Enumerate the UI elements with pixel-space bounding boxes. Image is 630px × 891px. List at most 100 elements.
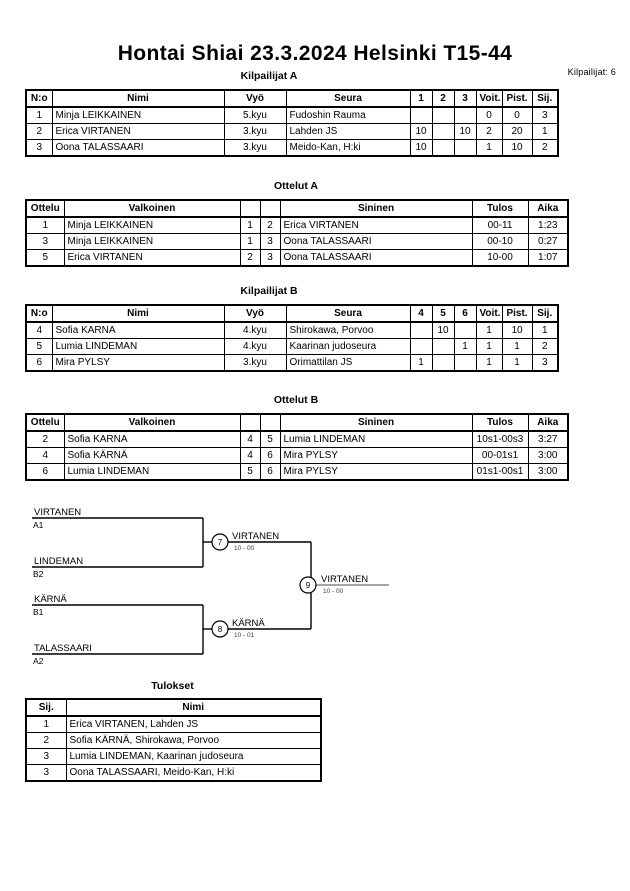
col-white: Valkoinen: [63, 199, 241, 218]
table-header-row: Sij. Nimi: [25, 698, 322, 717]
cell-blue-no: 3: [259, 249, 281, 267]
cell-belt: 3.kyu: [223, 123, 287, 140]
col-blue: Sininen: [279, 199, 473, 218]
cell-result: 10s1-00s3: [471, 430, 529, 448]
table-row: 3 Oona TALASSAARI, Meido-Kan, H:ki: [25, 764, 322, 782]
cell-no: 2: [25, 123, 53, 140]
cell-opp-1: 10: [409, 139, 433, 157]
col-points: Pist.: [501, 304, 533, 323]
col-blue-no: [259, 413, 281, 432]
pool-a-caption: Kilpailijat A: [240, 70, 298, 82]
table-row: 5 Erica VIRTANEN 2 3 Oona TALASSAARI 10-…: [25, 249, 569, 267]
matches-b-caption: Ottelut B: [273, 394, 319, 406]
col-result: Tulos: [471, 199, 529, 218]
bracket-entrant-seed: A1: [33, 520, 44, 530]
col-points: Pist.: [501, 89, 533, 108]
cell-points: 1: [501, 354, 533, 372]
cell-opp-3: 10: [453, 123, 477, 140]
pool-b-table: N:o Nimi Vyö Seura 4 5 6 Voit. Pist. Sij…: [25, 304, 559, 372]
cell-no: 5: [25, 338, 53, 355]
results-caption: Tulokset: [151, 680, 194, 692]
table-row: 3 Oona TALASSAARI 3.kyu Meido-Kan, H:ki …: [25, 139, 559, 157]
cell-wins: 1: [475, 338, 503, 355]
cell-opp-2: [431, 123, 455, 140]
cell-wins: 1: [475, 139, 503, 157]
col-time: Aika: [527, 413, 569, 432]
cell-rank: 3: [25, 748, 67, 765]
cell-club: Meido-Kan, H:ki: [285, 139, 411, 157]
cell-blue: Oona TALASSAARI: [279, 233, 473, 250]
competitor-count: Kilpailijat: 6: [567, 67, 616, 77]
bracket-score: 10 - 01: [234, 632, 255, 639]
cell-opp-5: [431, 338, 455, 355]
bracket-entrant-name: LINDEMAN: [34, 556, 83, 567]
col-no: N:o: [25, 89, 53, 108]
cell-opp-5: [431, 354, 455, 372]
col-name: Nimi: [51, 304, 225, 323]
cell-name: Lumia LINDEMAN: [51, 338, 225, 355]
cell-belt: 5.kyu: [223, 106, 287, 124]
cell-belt: 3.kyu: [223, 354, 287, 372]
cell-white-no: 1: [239, 216, 261, 234]
cell-rank: 1: [531, 321, 559, 339]
cell-white: Minja LEIKKAINEN: [63, 216, 241, 234]
bracket-winner-name: KÄRNÄ: [232, 618, 265, 629]
cell-club: Kaarinan judoseura: [285, 338, 411, 355]
cell-name: Minja LEIKKAINEN: [51, 106, 225, 124]
cell-points: 20: [501, 123, 533, 140]
col-white-no: [239, 413, 261, 432]
elimination-bracket: VIRTANEN A1 LINDEMAN B2 KÄRNÄ B1 TALASSA…: [0, 495, 630, 675]
col-rank: Sij.: [531, 304, 559, 323]
cell-rank: 2: [531, 338, 559, 355]
cell-opp-4: [409, 338, 433, 355]
table-header-row: Ottelu Valkoinen Sininen Tulos Aika: [25, 413, 569, 432]
results-table: Sij. Nimi 1 Erica VIRTANEN, Lahden JS 2 …: [25, 698, 322, 782]
cell-name: Lumia LINDEMAN, Kaarinan judoseura: [65, 748, 322, 765]
cell-match: 1: [25, 216, 65, 234]
cell-result: 10-00: [471, 249, 529, 267]
cell-blue: Mira PYLSY: [279, 447, 473, 464]
cell-name: Sofia KÄRNÄ, Shirokawa, Porvoo: [65, 732, 322, 749]
table-row: 4 Sofia KARNA 4.kyu Shirokawa, Porvoo 10…: [25, 321, 559, 339]
cell-name: Oona TALASSAARI: [51, 139, 225, 157]
table-header-row: N:o Nimi Vyö Seura 4 5 6 Voit. Pist. Sij…: [25, 304, 559, 323]
col-club: Seura: [285, 304, 411, 323]
cell-white: Minja LEIKKAINEN: [63, 233, 241, 250]
cell-opp-1: 10: [409, 123, 433, 140]
cell-points: 10: [501, 139, 533, 157]
matches-a-table: Ottelu Valkoinen Sininen Tulos Aika 1 Mi…: [25, 199, 569, 267]
cell-rank: 1: [531, 123, 559, 140]
cell-time: 1:23: [527, 216, 569, 234]
bracket-match-number: 7: [218, 538, 223, 547]
cell-club: Orimattilan JS: [285, 354, 411, 372]
cell-white: Sofia KÄRNÄ: [63, 447, 241, 464]
cell-opp-6: [453, 321, 477, 339]
col-result: Tulos: [471, 413, 529, 432]
bracket-entrant-name: VIRTANEN: [34, 507, 81, 518]
cell-match: 3: [25, 233, 65, 250]
col-white: Valkoinen: [63, 413, 241, 432]
cell-blue: Oona TALASSAARI: [279, 249, 473, 267]
cell-blue: Lumia LINDEMAN: [279, 430, 473, 448]
col-wins: Voit.: [475, 89, 503, 108]
cell-time: 3:00: [527, 463, 569, 481]
cell-name: Sofia KARNA: [51, 321, 225, 339]
cell-rank: 1: [25, 715, 67, 733]
cell-white: Sofia KARNA: [63, 430, 241, 448]
table-header-row: Ottelu Valkoinen Sininen Tulos Aika: [25, 199, 569, 218]
cell-opp-6: [453, 354, 477, 372]
cell-result: 00-11: [471, 216, 529, 234]
pool-b-caption: Kilpailijat B: [240, 285, 298, 297]
cell-result: 01s1-00s1: [471, 463, 529, 481]
cell-no: 1: [25, 106, 53, 124]
cell-opp-3: [453, 106, 477, 124]
cell-opp-5: 10: [431, 321, 455, 339]
bracket-match-number: 8: [218, 625, 223, 634]
cell-result: 00-01s1: [471, 447, 529, 464]
cell-match: 5: [25, 249, 65, 267]
bracket-entrant-name: KÄRNÄ: [34, 594, 67, 605]
table-row: 3 Minja LEIKKAINEN 1 3 Oona TALASSAARI 0…: [25, 233, 569, 250]
cell-rank: 3: [531, 106, 559, 124]
col-white-no: [239, 199, 261, 218]
table-row: 1 Minja LEIKKAINEN 5.kyu Fudoshin Rauma …: [25, 106, 559, 124]
